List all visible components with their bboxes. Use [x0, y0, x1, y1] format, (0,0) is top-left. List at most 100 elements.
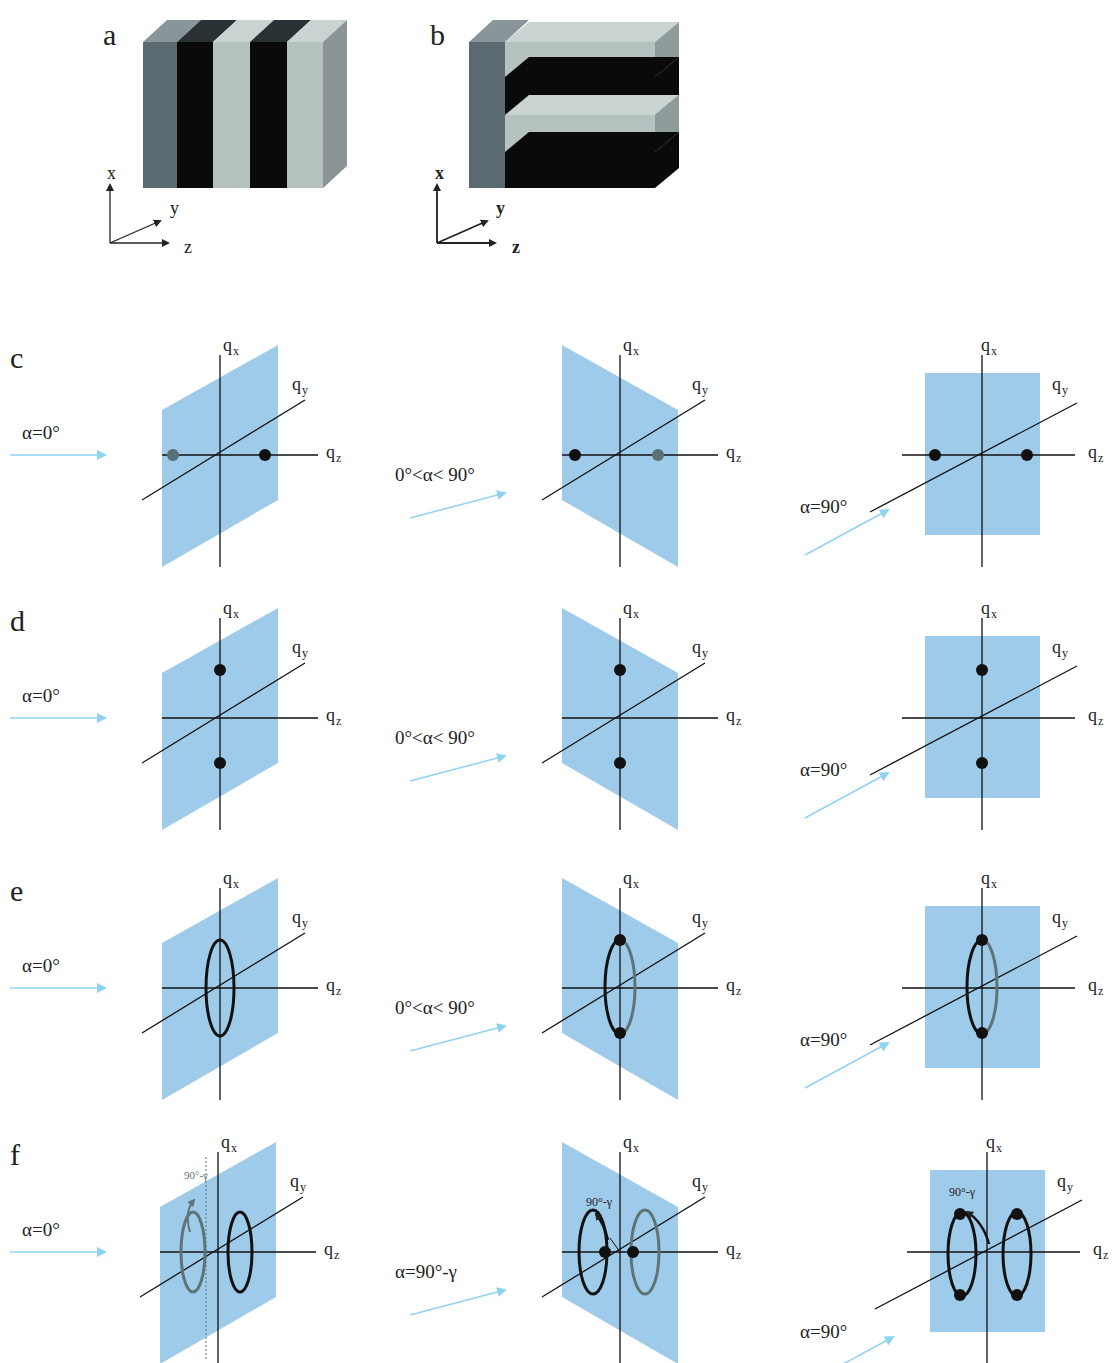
- axis-subscript: x: [233, 345, 239, 357]
- panel-letter: e: [10, 876, 23, 906]
- axis-subscript: z: [336, 715, 341, 727]
- axis-q: q: [981, 869, 990, 887]
- panel-letter: a: [103, 20, 116, 50]
- axis-q: q: [726, 1240, 735, 1258]
- axis-q: q: [623, 599, 632, 617]
- axis-q: q: [290, 1172, 299, 1190]
- axis-q: q: [223, 336, 232, 354]
- axis-subscript: z: [334, 1249, 339, 1261]
- axis-q: q: [292, 638, 301, 656]
- axis-subscript: y: [302, 647, 308, 659]
- axis-subscript: z: [336, 452, 341, 464]
- axis-q: q: [623, 1133, 632, 1151]
- axis-subscript: z: [1098, 715, 1103, 727]
- angle-label: α=90°: [800, 1322, 847, 1341]
- axis-q: q: [292, 908, 301, 926]
- axis-q: q: [1088, 976, 1097, 994]
- axis-q: q: [692, 908, 701, 926]
- angle-label: α=90°-γ: [395, 1262, 457, 1281]
- axis-subscript: z: [1098, 985, 1103, 997]
- axis-subscript: x: [233, 608, 239, 620]
- axis-q: q: [726, 976, 735, 994]
- angle-label: α=0°: [22, 1220, 60, 1239]
- axis-q: q: [1088, 443, 1097, 461]
- angle-label: α=90°: [800, 760, 847, 779]
- axis-q: q: [223, 599, 232, 617]
- axis-q: q: [692, 375, 701, 393]
- axis-q: q: [1052, 375, 1061, 393]
- angle-label: 0°<α< 90°: [395, 465, 475, 484]
- axis-q: q: [223, 869, 232, 887]
- axis-subscript: y: [1062, 384, 1068, 396]
- panel-letter: b: [430, 20, 445, 50]
- axis-subscript: x: [991, 608, 997, 620]
- axis-label: x: [435, 164, 444, 182]
- axis-q: q: [981, 599, 990, 617]
- axis-q: q: [326, 443, 335, 461]
- axis-q: q: [1088, 706, 1097, 724]
- axis-subscript: x: [633, 608, 639, 620]
- angle-label: α=0°: [22, 956, 60, 975]
- angle-label: α=90°: [800, 497, 847, 516]
- angle-callout: 90°-γ: [184, 1170, 208, 1181]
- axis-subscript: y: [702, 917, 708, 929]
- axis-subscript: x: [231, 1142, 237, 1154]
- axis-subscript: y: [1062, 917, 1068, 929]
- axis-q: q: [1052, 908, 1061, 926]
- axis-subscript: x: [991, 345, 997, 357]
- axis-subscript: y: [702, 1181, 708, 1193]
- axis-q: q: [726, 706, 735, 724]
- axis-subscript: y: [702, 384, 708, 396]
- axis-q: q: [1057, 1172, 1066, 1190]
- axis-subscript: x: [633, 345, 639, 357]
- angle-label: α=0°: [22, 423, 60, 442]
- axis-subscript: z: [1098, 452, 1103, 464]
- axis-label: y: [170, 199, 179, 217]
- axis-subscript: z: [336, 985, 341, 997]
- axis-subscript: x: [996, 1142, 1002, 1154]
- axis-subscript: y: [702, 647, 708, 659]
- axis-q: q: [623, 336, 632, 354]
- angle-label: α=90°: [800, 1030, 847, 1049]
- axis-q: q: [692, 638, 701, 656]
- axis-q: q: [726, 443, 735, 461]
- axis-subscript: y: [302, 384, 308, 396]
- axis-q: q: [623, 869, 632, 887]
- axis-subscript: x: [633, 1142, 639, 1154]
- axis-subscript: x: [991, 878, 997, 890]
- axis-subscript: x: [233, 878, 239, 890]
- axis-label: z: [184, 238, 192, 256]
- axis-subscript: y: [300, 1181, 306, 1193]
- axis-label: z: [512, 238, 520, 256]
- axis-subscript: z: [1103, 1249, 1108, 1261]
- axis-subscript: z: [736, 715, 741, 727]
- axis-q: q: [692, 1172, 701, 1190]
- angle-callout: 90°-γ: [586, 1196, 612, 1208]
- axis-subscript: y: [1067, 1181, 1073, 1193]
- axis-subscript: y: [1062, 647, 1068, 659]
- axis-q: q: [1093, 1240, 1102, 1258]
- axis-q: q: [986, 1133, 995, 1151]
- panel-letter: c: [10, 343, 23, 373]
- axis-subscript: z: [736, 452, 741, 464]
- panel-letter: d: [10, 606, 25, 636]
- angle-label: 0°<α< 90°: [395, 728, 475, 747]
- axis-q: q: [324, 1240, 333, 1258]
- axis-q: q: [221, 1133, 230, 1151]
- axis-q: q: [981, 336, 990, 354]
- axis-q: q: [326, 976, 335, 994]
- axis-label: x: [107, 164, 116, 182]
- axis-q: q: [292, 375, 301, 393]
- panel-letter: f: [10, 1140, 20, 1170]
- axis-label: y: [496, 199, 505, 217]
- axis-subscript: x: [633, 878, 639, 890]
- axis-q: q: [326, 706, 335, 724]
- angle-label: 0°<α< 90°: [395, 998, 475, 1017]
- axis-subscript: z: [736, 1249, 741, 1261]
- axis-subscript: y: [302, 917, 308, 929]
- angle-callout: 90°-γ: [949, 1186, 975, 1198]
- angle-label: α=0°: [22, 686, 60, 705]
- axis-subscript: z: [736, 985, 741, 997]
